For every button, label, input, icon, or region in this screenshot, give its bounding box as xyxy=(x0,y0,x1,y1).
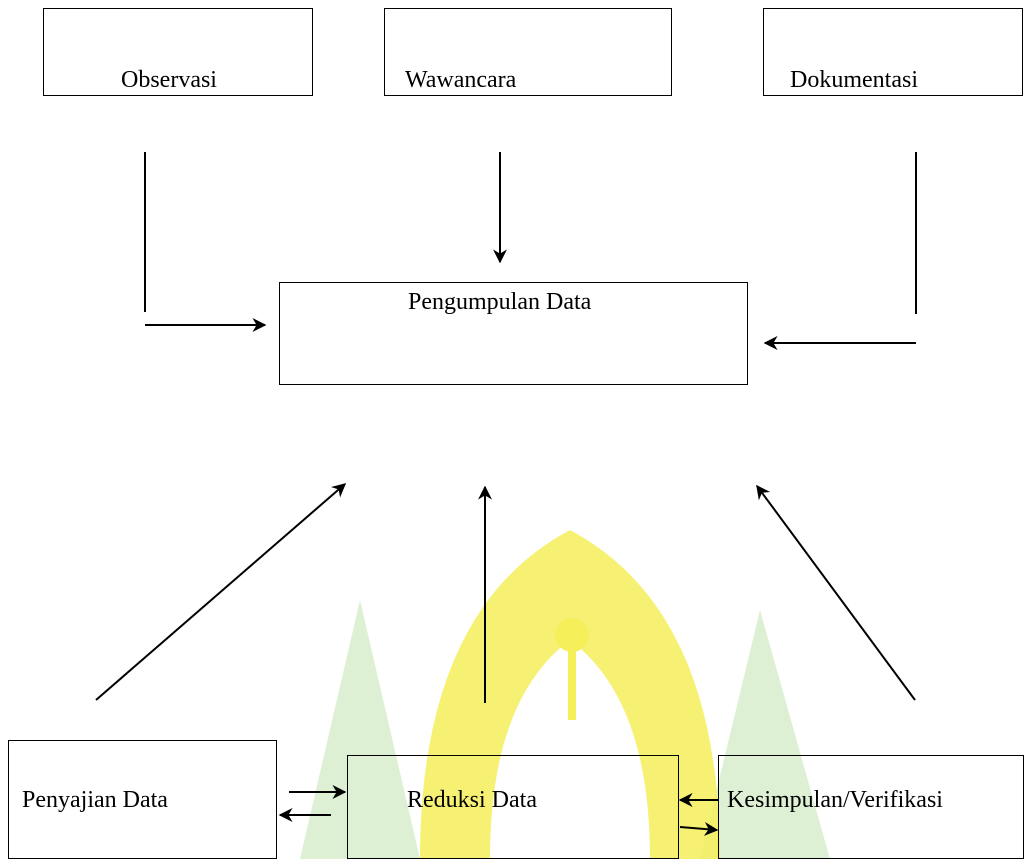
box-wawancara xyxy=(384,8,672,96)
watermark-circle xyxy=(555,618,589,652)
label-dokumentasi: Dokumentasi xyxy=(790,67,918,93)
label-kesimpulan: Kesimpulan/Verifikasi xyxy=(727,787,943,813)
arrow-kesimpulan-to-pengumpulan xyxy=(756,484,916,701)
label-penyajian: Penyajian Data xyxy=(22,787,168,813)
watermark-green-right xyxy=(700,610,830,859)
watermark-green-left xyxy=(300,600,420,859)
label-wawancara: Wawancara xyxy=(405,67,517,93)
box-observasi xyxy=(43,8,313,96)
label-reduksi: Reduksi Data xyxy=(407,787,537,813)
watermark-stem xyxy=(568,650,576,720)
arrow-reduksi-to-kesimpulan xyxy=(679,822,719,836)
label-pengumpulan: Pengumpulan Data xyxy=(408,289,592,315)
box-dokumentasi xyxy=(763,8,1023,96)
label-observasi: Observasi xyxy=(121,67,217,93)
box-pengumpulan xyxy=(279,282,748,385)
arrow-penyajian-to-pengumpulan xyxy=(95,483,347,701)
watermark-yellow-arch xyxy=(420,530,720,859)
